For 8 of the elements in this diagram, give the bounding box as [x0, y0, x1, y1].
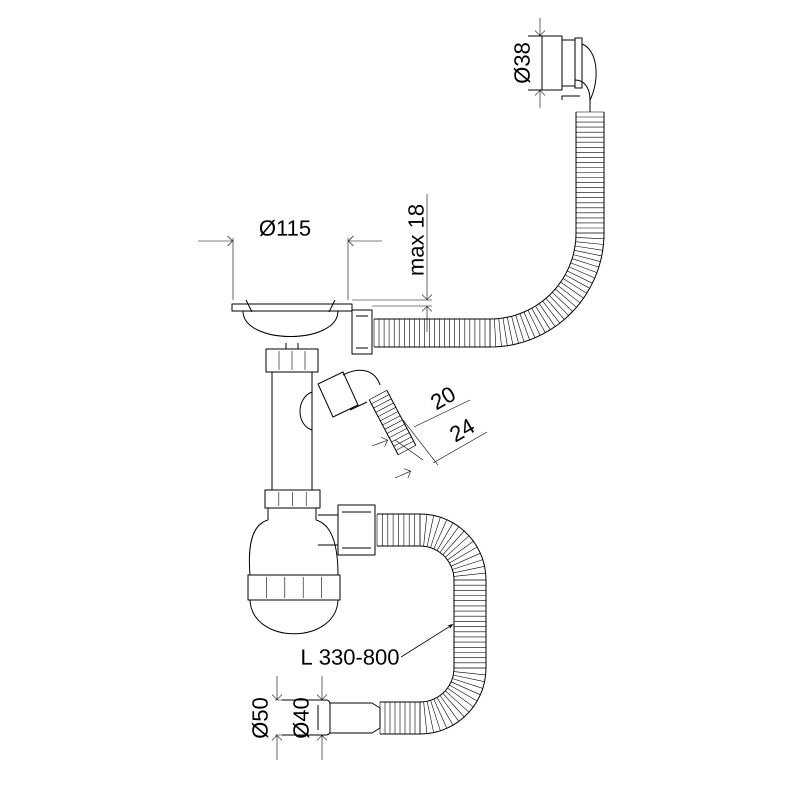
hose-drawing — [454, 580, 486, 668]
dimension-label: max 18 — [408, 204, 424, 275]
dimension-label: 24 — [450, 418, 474, 442]
dimension-label: Ø115 — [260, 220, 310, 236]
dimension-label: Ø50 — [252, 698, 268, 738]
dimension-label: L 330-800 — [302, 649, 399, 665]
dimension-label: Ø38 — [514, 43, 530, 84]
dimension-label: 20 — [431, 387, 455, 410]
